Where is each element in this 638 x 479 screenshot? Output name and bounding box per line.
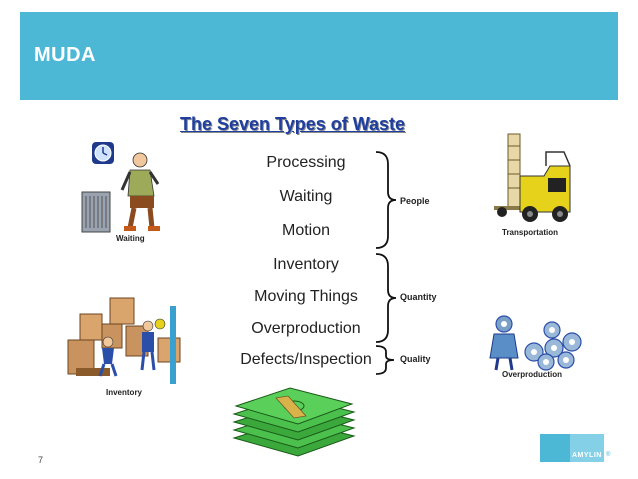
illustration-label-overproduction: Overproduction	[502, 370, 563, 379]
inventory-illustration	[67, 297, 181, 384]
waste-item-motion: Motion	[281, 222, 331, 239]
waste-item-overproduction: Overproduction	[251, 320, 361, 337]
amylin-logo: AMYLIN ®	[540, 434, 618, 462]
illustration-label-waiting: Waiting	[116, 234, 145, 243]
header-bar: MUDA	[20, 12, 618, 100]
logo-registered-mark: ®	[606, 452, 611, 458]
waste-item-defects-inspection: Defects/Inspection	[240, 351, 372, 368]
waste-item-moving-things: Moving Things	[254, 288, 358, 305]
bracket-quantity	[375, 253, 397, 343]
waste-item-waiting: Waiting	[279, 188, 333, 205]
illustration-label-transportation: Transportation	[502, 228, 559, 237]
slide-title: MUDA	[34, 44, 96, 66]
group-label-quantity: Quantity	[400, 292, 437, 302]
overproduction-illustration	[489, 315, 582, 371]
logo-square-light	[570, 434, 604, 462]
bracket-quality	[375, 345, 395, 375]
page-number: 7	[38, 455, 44, 465]
waste-item-processing: Processing	[266, 154, 346, 171]
money-stack-illustration	[232, 387, 356, 457]
group-label-people: People	[400, 196, 430, 206]
logo-square-dark	[540, 434, 570, 462]
bracket-people	[375, 151, 397, 249]
logo-text: AMYLIN	[572, 452, 602, 459]
illustration-label-inventory: Inventory	[106, 388, 143, 397]
group-label-quality: Quality	[400, 354, 431, 364]
forklift-illustration	[494, 133, 571, 222]
waste-item-inventory: Inventory	[273, 256, 339, 273]
waiting-illustration	[81, 142, 160, 233]
slide-subtitle: The Seven Types of Waste	[180, 114, 406, 134]
